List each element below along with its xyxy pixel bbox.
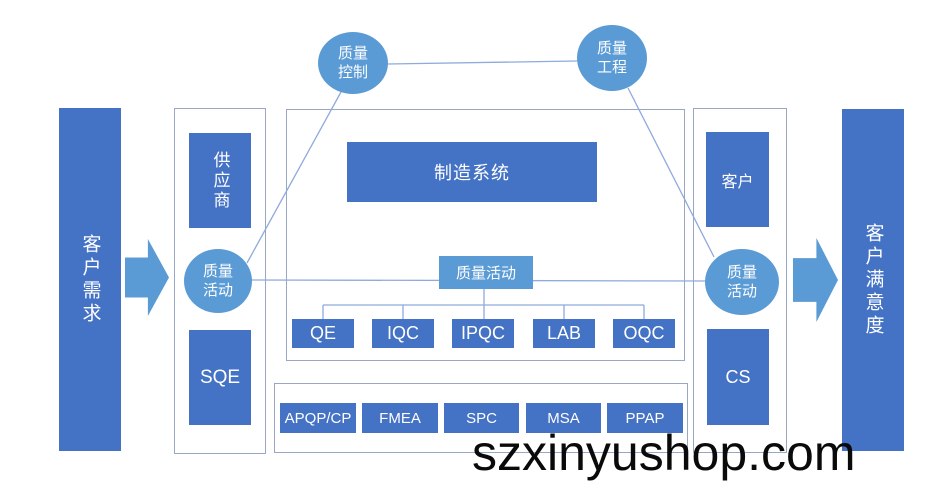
department-box-oqc: OQC [613,319,675,348]
quality-control-label: 质量控制 [337,45,368,81]
quality-activity-box: 质量活动 [439,256,533,289]
tool-box-msa: MSA [526,403,601,433]
department-box-iqc: IQC [372,319,434,348]
sqe-label: SQE [199,366,241,388]
department-label: OQC [623,323,665,343]
customer-requirements-label: 客户需求 [79,233,101,326]
manufacturing-system-box: 制造系统 [347,142,597,202]
quality-engineering-circle: 质量工程 [577,25,647,91]
sqe-box: SQE [189,330,251,425]
quality-activity-circle-right: 质量活动 [705,249,779,315]
supplier-box: 供应商 [189,133,251,228]
quality-activity-circle-left: 质量活动 [184,249,252,313]
supplier-label: 供应商 [210,150,230,211]
tool-label: APQP/CP [284,409,352,427]
department-label: IPQC [460,323,505,343]
department-box-ipqc: IPQC [452,319,514,348]
tool-label: PPAP [625,409,665,427]
tool-box-apqp-cp: APQP/CP [280,403,356,433]
quality-activity-box-label: 质量活动 [455,265,516,282]
customer-label: 客户 [721,173,754,191]
quality-engineering-label: 质量工程 [596,40,627,76]
quality-tools-frame [274,383,688,453]
tool-label: SPC [466,409,497,427]
tool-box-spc: SPC [444,403,519,433]
tool-label: FMEA [379,409,421,427]
cs-box: CS [707,329,769,425]
tool-box-fmea: FMEA [362,403,438,433]
customer-satisfaction-bar: 客户满意度 [842,109,904,451]
tool-box-ppap: PPAP [607,403,683,433]
quality-activity-left-label: 质量活动 [202,263,233,299]
customer-requirements-bar: 客户需求 [59,108,121,451]
quality-control-circle: 质量控制 [318,32,388,94]
manufacturing-system-label: 制造系统 [434,163,510,183]
department-label: LAB [546,323,582,343]
quality-activity-right-label: 质量活动 [726,264,757,300]
department-box-qe: QE [292,319,354,348]
customer-satisfaction-label: 客户满意度 [862,222,884,338]
department-box-lab: LAB [533,319,595,348]
department-label: QE [309,323,336,343]
manufacturing-frame [286,109,685,361]
cs-label: CS [725,366,751,387]
tool-label: MSA [547,409,580,427]
department-label: IQC [386,323,419,343]
supplier-column [174,108,266,454]
customer-box: 客户 [706,132,769,227]
watermark: szxinyushop.com [472,425,856,481]
